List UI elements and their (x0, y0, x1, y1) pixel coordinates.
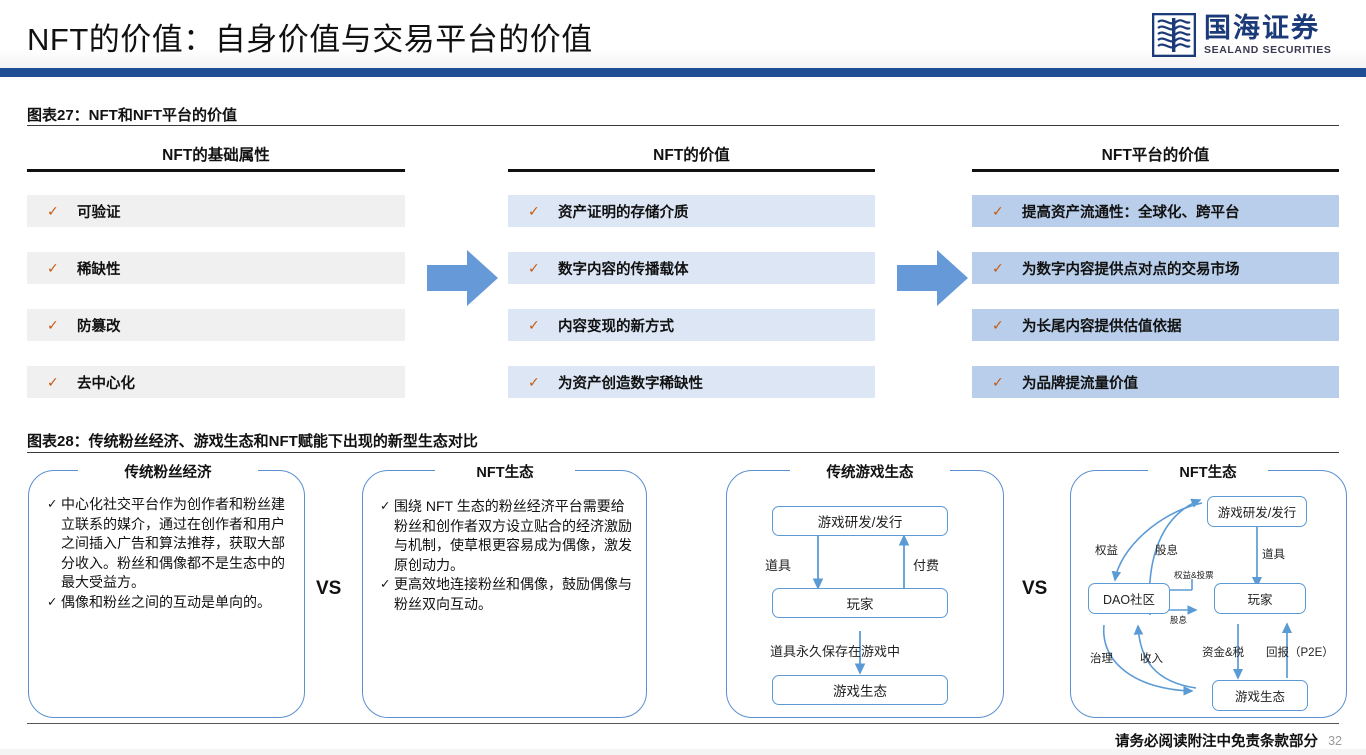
check-icon: ✓ (47, 259, 59, 276)
bullet-text: 更高效地连接粉丝和偶像，鼓励偶像与粉丝双向互动。 (394, 576, 632, 612)
edge-label-revenue: 收入 (1140, 653, 1163, 665)
chip-label: 为数字内容提供点对点的交易市场 (1022, 261, 1240, 278)
footer-disclaimer: 请务必阅读附注中免责条款部分 (1115, 734, 1318, 750)
column-title-1: NFT的价值 (653, 147, 730, 164)
check-icon: ✓ (992, 373, 1004, 390)
column-rule-2 (972, 169, 1339, 173)
check-icon: ✓ (380, 577, 391, 591)
chip-label: 为资产创造数字稀缺性 (558, 375, 703, 392)
flow-arrow-icon (427, 248, 499, 313)
page-title: NFT的价值：自身价值与交易平台的价值 (27, 22, 593, 57)
check-icon: ✓ (47, 316, 59, 333)
flow-arrow-icon (897, 248, 969, 313)
panel-3-title: 传统游戏生态 (790, 461, 950, 482)
value-chip: ✓ 数字内容的传播载体 (508, 252, 875, 284)
check-icon: ✓ (47, 594, 58, 609)
logo-text-en: SEALAND SECURITIES (1204, 43, 1332, 56)
attribute-chip: ✓ 稀缺性 (27, 252, 405, 284)
exhibit-27-caption: 图表27：NFT和NFT平台的价值 (27, 107, 238, 124)
footer-band (0, 749, 1366, 755)
panel-2-bullets: ✓围绕 NFT 生态的粉丝经济平台需要给粉丝和创作者双方设立贴合的经济激励与机制… (380, 497, 632, 614)
column-title-2: NFT平台的价值 (1101, 147, 1210, 164)
check-icon: ✓ (992, 316, 1004, 333)
edge-label-funds-tax: 资金&税 (1202, 647, 1245, 659)
panel-4-title: NFT生态 (1148, 461, 1268, 482)
platform-value-chip: ✓ 为长尾内容提供估值依据 (972, 309, 1339, 341)
chip-label: 内容变现的新方式 (558, 318, 674, 335)
check-icon: ✓ (992, 259, 1004, 276)
value-chip: ✓ 为资产创造数字稀缺性 (508, 366, 875, 398)
platform-value-chip: ✓ 提高资产流通性：全球化、跨平台 (972, 195, 1339, 227)
chip-label: 为长尾内容提供估值依据 (1022, 318, 1182, 335)
attribute-chip: ✓ 可验证 (27, 195, 405, 227)
exhibit-28-caption-rule (27, 452, 1339, 454)
edge-label-dividend-top: 股息 (1155, 545, 1178, 557)
platform-value-chip: ✓ 为数字内容提供点对点的交易市场 (972, 252, 1339, 284)
node-dao-community: DAO社区 (1088, 583, 1170, 614)
bullet-text: 偶像和粉丝之间的互动是单向的。 (61, 593, 271, 610)
logo-text-cn: 国海证券 (1204, 13, 1320, 44)
chip-label: 提高资产流通性：全球化、跨平台 (1022, 204, 1240, 221)
check-icon: ✓ (47, 497, 58, 511)
chip-label: 稀缺性 (77, 261, 121, 278)
bullet-text: 中心化社交平台作为创作者和粉丝建立联系的媒介，通过在创作者和用户之间插入广告和算… (61, 496, 285, 590)
chip-label: 可验证 (77, 204, 121, 221)
node-game-dev-publish: 游戏研发/发行 (772, 506, 948, 536)
edge-label-rights: 权益 (1095, 545, 1118, 557)
edge-label-props: 道具 (765, 558, 792, 573)
edge-label-return-p2e: 回报（P2E） (1266, 647, 1334, 659)
panel-1-title: 传统粉丝经济 (78, 461, 258, 482)
check-icon: ✓ (528, 316, 540, 333)
value-chip: ✓ 资产证明的存储介质 (508, 195, 875, 227)
exhibit-28-caption: 图表28：传统粉丝经济、游戏生态和NFT赋能下出现的新型生态对比 (27, 433, 478, 450)
check-icon: ✓ (47, 373, 59, 390)
node-game-ecosystem: 游戏生态 (1212, 680, 1308, 711)
node-player: 玩家 (1214, 583, 1306, 614)
bullet-text: 围绕 NFT 生态的粉丝经济平台需要给粉丝和创作者双方设立贴合的经济激励与机制，… (394, 498, 632, 573)
value-chip: ✓ 内容变现的新方式 (508, 309, 875, 341)
check-icon: ✓ (528, 202, 540, 219)
edge-label-payment: 付费 (913, 558, 940, 573)
slide-header: NFT的价值：自身价值与交易平台的价值 国海证券 SEALAND SECURIT… (0, 0, 1366, 77)
chip-label: 为品牌提流量价值 (1022, 375, 1138, 392)
footer-page-number: 32 (1328, 734, 1342, 748)
sealand-logo-icon (1151, 12, 1197, 58)
attribute-chip: ✓ 防篡改 (27, 309, 405, 341)
node-game-dev-publish: 游戏研发/发行 (1207, 496, 1307, 527)
edge-label-props: 道具 (1262, 549, 1285, 561)
vs-label-1: VS (316, 578, 342, 599)
check-icon: ✓ (380, 499, 391, 513)
panel-1-bullets: ✓中心化社交平台作为创作者和粉丝建立联系的媒介，通过在创作者和用户之间插入广告和… (47, 495, 289, 612)
panel-2-title: NFT生态 (435, 461, 575, 482)
panel-traditional-fan-economy (28, 470, 305, 718)
panel-nft-fan-economy (362, 470, 647, 718)
footer-rule (27, 723, 1339, 725)
check-icon: ✓ (47, 202, 59, 219)
edge-label-permanent-storage: 道具永久保存在游戏中 (770, 644, 901, 659)
column-title-0: NFT的基础属性 (162, 147, 270, 164)
chip-label: 资产证明的存储介质 (558, 204, 689, 221)
chip-label: 去中心化 (77, 375, 135, 392)
platform-value-chip: ✓ 为品牌提流量价值 (972, 366, 1339, 398)
edge-label-governance: 治理 (1090, 653, 1113, 665)
edge-label-dividend-mid: 股息 (1170, 615, 1188, 625)
check-icon: ✓ (992, 202, 1004, 219)
header-accent-bar (0, 68, 1366, 77)
attribute-chip: ✓ 去中心化 (27, 366, 405, 398)
company-logo: 国海证券 SEALAND SECURITIES (1151, 6, 1358, 64)
column-rule-1 (508, 169, 875, 173)
node-game-ecosystem: 游戏生态 (772, 675, 948, 705)
exhibit-27-caption-rule (27, 125, 1339, 127)
column-rule-0 (27, 169, 405, 173)
check-icon: ✓ (528, 373, 540, 390)
chip-label: 数字内容的传播载体 (558, 261, 689, 278)
node-player: 玩家 (772, 588, 948, 618)
chip-label: 防篡改 (77, 318, 121, 335)
vs-label-2: VS (1022, 578, 1048, 599)
edge-label-rights-voting: 权益&投票 (1174, 570, 1214, 580)
check-icon: ✓ (528, 259, 540, 276)
